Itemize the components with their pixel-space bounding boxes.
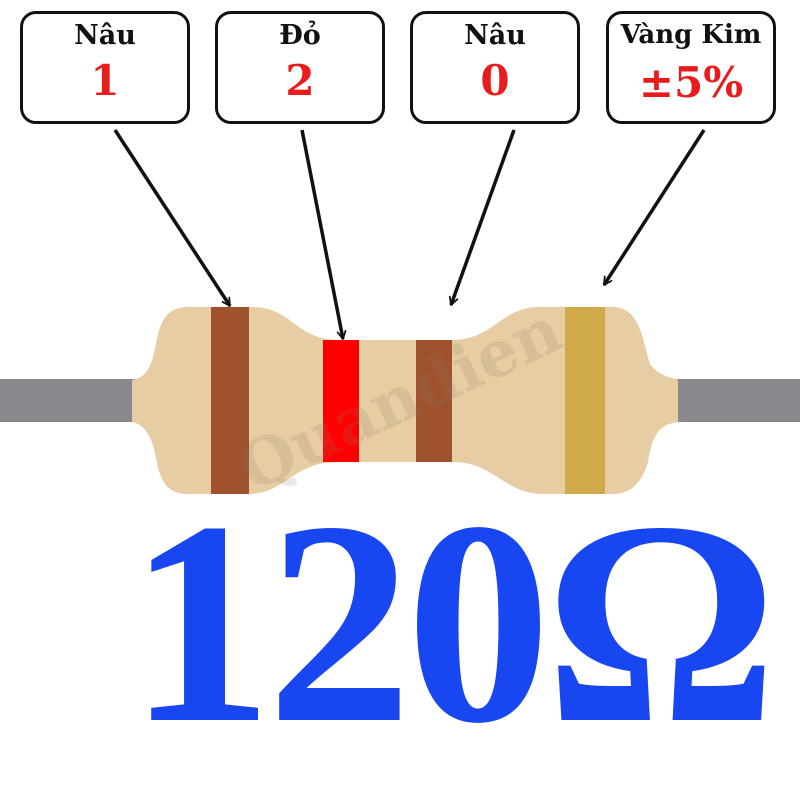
- arrow-band-2: [300, 129, 347, 340]
- color-band-1: [211, 307, 249, 494]
- band-color-name: Vàng Kim: [620, 20, 762, 50]
- arrow-band-4: [602, 129, 706, 286]
- band-value: 0: [480, 56, 510, 105]
- band-value: 2: [285, 56, 315, 105]
- band-label-box-4: Vàng Kim ±5%: [606, 11, 776, 124]
- band-value: 1: [90, 56, 120, 105]
- lead-wire-right: [672, 379, 800, 422]
- resistor-body: [132, 307, 678, 494]
- color-band-3: [416, 340, 452, 462]
- arrow-band-3: [448, 129, 516, 306]
- band-label-box-3: Nâu 0: [410, 11, 580, 124]
- band-color-name: Nâu: [464, 20, 526, 51]
- band-label-box-2: Đỏ 2: [215, 11, 385, 124]
- arrow-band-1: [113, 129, 232, 307]
- color-band-4: [565, 307, 605, 494]
- color-band-2: [323, 340, 359, 462]
- band-color-name: Nâu: [74, 20, 136, 51]
- band-label-box-1: Nâu 1: [20, 11, 190, 124]
- resistance-result: 120Ω: [128, 462, 777, 783]
- band-color-name: Đỏ: [279, 20, 321, 51]
- lead-wire-left: [0, 379, 140, 422]
- band-tolerance: ±5%: [638, 58, 744, 107]
